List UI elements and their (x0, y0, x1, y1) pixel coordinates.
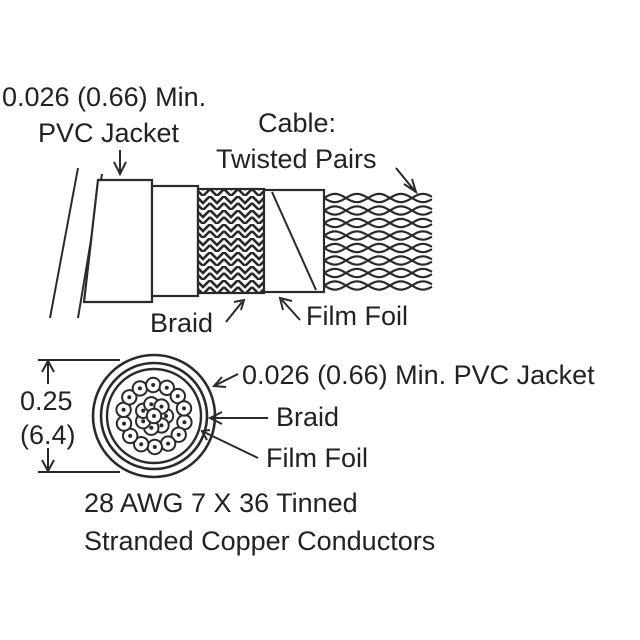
conductor-strand (149, 425, 154, 430)
conductor-strand (176, 432, 181, 437)
jacket-label-line1: 0.026 (0.66) Min. (2, 82, 206, 112)
conductor-strand (127, 395, 132, 400)
cross-foil-leader (200, 429, 259, 459)
diameter-dimension (38, 358, 120, 474)
side-view: 0.026 (0.66) Min. PVC Jacket Cable: Twis… (2, 82, 433, 338)
conductor-bundle (115, 376, 193, 456)
conductor-strand (175, 394, 180, 399)
twisted-pairs (323, 192, 433, 291)
film-foil-wrap-line (271, 191, 317, 291)
diameter-in: 0.25 (20, 386, 73, 416)
twisted-pair-strand (323, 205, 433, 216)
conductor-strand (152, 445, 157, 449)
twisted-pair-strand (323, 192, 433, 204)
cross-braid-leader (207, 411, 268, 425)
cross-jacket-label: 0.026 (0.66) Min. PVC Jacket (242, 360, 595, 390)
conductor-strand (164, 385, 169, 390)
braid-leader (225, 298, 246, 323)
inner-sleeve (150, 184, 200, 298)
conductor-strand (182, 406, 186, 411)
conductors-label-line1: 28 AWG 7 X 36 Tinned (84, 488, 358, 518)
conductor-strand (139, 442, 144, 447)
cable-label-line1: Cable: (258, 108, 336, 138)
conductor-strand (164, 414, 168, 418)
conductor-strand (141, 408, 146, 413)
cross-braid-label: Braid (276, 402, 339, 432)
conductor-strand (152, 414, 156, 418)
twisted-pair-strand (323, 242, 433, 254)
pvc-jacket (82, 178, 154, 304)
twisted-pair-strand (323, 205, 433, 216)
cable-leader (395, 167, 418, 195)
braid-label: Braid (150, 308, 213, 338)
twisted-pair-strand (323, 280, 433, 291)
conductor-strand (137, 386, 142, 391)
conductor-strand (182, 420, 187, 425)
conductor-strand (151, 383, 156, 387)
twisted-pair-strand (323, 192, 433, 204)
film-foil-label: Film Foil (306, 301, 408, 331)
jacket-leader (113, 150, 127, 177)
conductor-strand (159, 404, 164, 409)
twisted-pair-strand (323, 267, 433, 279)
twisted-pair-strand (323, 267, 433, 279)
twisted-pair-strand (323, 255, 433, 266)
twisted-pair-strand (323, 230, 433, 241)
cross-foil-label: Film Foil (266, 443, 368, 473)
braid-section (196, 187, 266, 295)
cross-jacket-leader (211, 373, 239, 388)
cross-section: 0.25 (6.4) 0.026 (0.66) Min. PVC Jacket … (20, 353, 595, 479)
conductor-strand (121, 407, 126, 412)
twisted-pair-strand (323, 255, 433, 266)
twisted-pair-strand (323, 230, 433, 241)
conductors-label-line2: Stranded Copper Conductors (84, 526, 435, 556)
cable-label-line2: Twisted Pairs (216, 144, 377, 174)
twisted-pair-strand (323, 280, 433, 291)
twisted-pair-strand (323, 242, 433, 254)
diameter-mm: (6.4) (20, 420, 76, 450)
twisted-pair-strand (323, 217, 433, 229)
conductor-strand (128, 433, 133, 438)
conductor-strand (159, 423, 164, 428)
conductor-strand (149, 402, 154, 407)
conductor-strand (166, 441, 171, 446)
film-foil-leader (278, 296, 301, 321)
conductor-strand (141, 419, 146, 424)
jacket-label-line2: PVC Jacket (38, 118, 180, 148)
conductor-strand (122, 421, 126, 426)
twisted-pair-strand (323, 217, 433, 229)
